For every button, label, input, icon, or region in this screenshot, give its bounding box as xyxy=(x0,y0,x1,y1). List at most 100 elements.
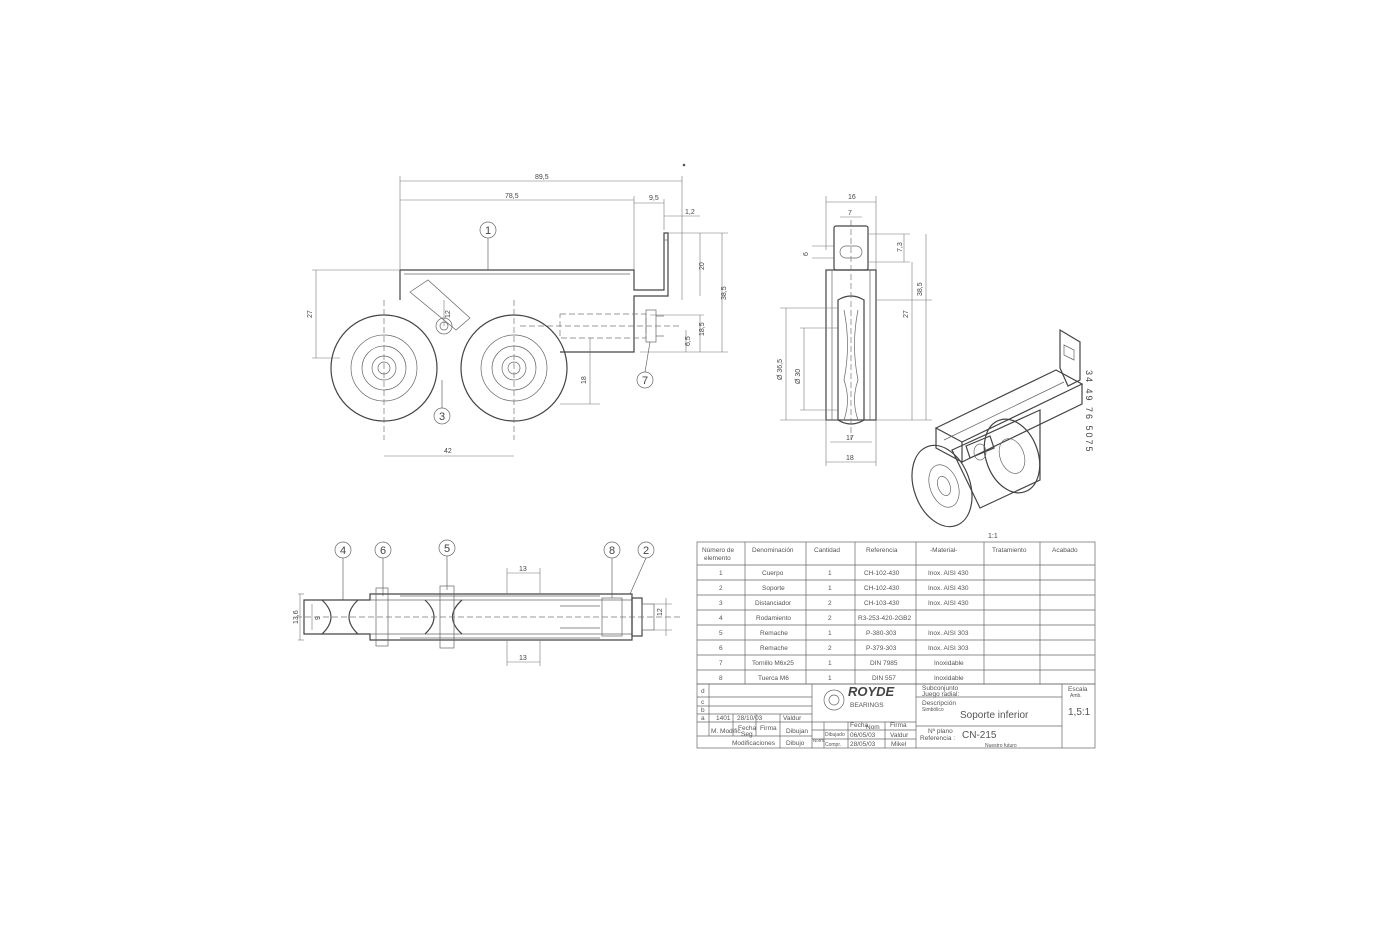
title-block: d c b a 1401 28/10/03 Valdur M. Modific.… xyxy=(696,683,1096,749)
bom-row: 2 Soporte 1 CH-102-430 Inox. AISI 430 xyxy=(719,585,969,592)
rev-letter-a: a xyxy=(701,715,705,722)
svg-text:8: 8 xyxy=(719,675,723,682)
rev-label-firma: Firma xyxy=(760,725,777,732)
svg-text:Distanciador: Distanciador xyxy=(755,600,792,607)
svg-text:4: 4 xyxy=(340,545,346,557)
bom-header-material: -Material- xyxy=(930,547,957,554)
svg-text:1: 1 xyxy=(485,225,491,237)
rev-a-date: 28/10/03 xyxy=(737,715,763,722)
rev-sub-dibujan: Dibujan xyxy=(786,728,808,735)
bom-header-referencia: Referencia xyxy=(866,547,898,554)
lbl-plano: Nº plano xyxy=(928,728,953,735)
dim-38-5: 38,5 xyxy=(721,286,728,300)
dim-9-5: 9,5 xyxy=(649,195,659,202)
svg-text:CH-102-430: CH-102-430 xyxy=(864,585,900,592)
draw-name-2: Mikel xyxy=(891,741,907,748)
draw-firma-label: Firma xyxy=(890,722,907,729)
lbl-juego: Juego radial: xyxy=(922,691,959,698)
svg-text:3: 3 xyxy=(439,411,445,423)
lbl-referencia: Referencia : xyxy=(920,735,955,742)
top-view: 4 6 5 8 2 12 xyxy=(293,539,680,666)
bom-row: 3 Distanciador 2 CH-103-430 Inox. AISI 4… xyxy=(719,600,969,607)
dim-12: 12 xyxy=(445,310,452,318)
dim-7-3: 7,3 xyxy=(897,242,904,252)
svg-text:7: 7 xyxy=(719,660,723,667)
mod-label: Modificaciones xyxy=(732,740,776,747)
svg-text:Inoxidable: Inoxidable xyxy=(934,660,964,667)
bom-header-num-2: elemento xyxy=(704,555,731,562)
stamp-number: 34 49 76 5075 xyxy=(1084,370,1094,454)
bom-table: 1:1 Número de elemento Denominación Cant… xyxy=(696,533,1096,685)
bom-row: 6 Remache 2 P-379-303 Inox. AISI 303 xyxy=(719,645,969,652)
svg-text:6: 6 xyxy=(380,545,386,557)
svg-text:1: 1 xyxy=(828,570,832,577)
svg-text:DIN 557: DIN 557 xyxy=(872,675,896,682)
svg-text:2: 2 xyxy=(719,585,723,592)
reference-value: CN-215 xyxy=(962,730,997,741)
bom-row: 8 Tuerca M6 1 DIN 557 Inoxidable xyxy=(719,675,964,682)
logo-name: ROYDE xyxy=(848,684,895,699)
rev-a-name: Valdur xyxy=(783,715,802,722)
bom-header-cantidad: Cantidad xyxy=(814,547,840,554)
bom-header-acabado: Acabado xyxy=(1052,547,1078,554)
dim-13a: 13 xyxy=(519,566,527,573)
svg-text:CH-102-430: CH-102-430 xyxy=(864,570,900,577)
svg-text:2: 2 xyxy=(828,645,832,652)
svg-text:1: 1 xyxy=(828,585,832,592)
mod-sign: Dibujo xyxy=(786,740,805,747)
dim-17: 17 xyxy=(846,435,854,442)
svg-text:5: 5 xyxy=(719,630,723,637)
svg-text:DIN 7985: DIN 7985 xyxy=(870,660,898,667)
dim-18b: 18 xyxy=(846,455,854,462)
lbl-descripcion-2: Simbólico xyxy=(922,707,944,713)
dim-27: 27 xyxy=(307,310,314,318)
dim-6-5: 6,5 xyxy=(685,336,692,346)
svg-text:8: 8 xyxy=(609,545,615,557)
lbl-subconjunto: Subconjunto xyxy=(922,685,959,692)
bom-header-num-1: Número de xyxy=(702,547,735,554)
dim-18-5: 18,5 xyxy=(699,322,706,336)
svg-text:P-379-303: P-379-303 xyxy=(866,645,897,652)
logo-sub: BEARINGS xyxy=(850,702,884,709)
isometric-view: 34 49 76 5075 xyxy=(911,328,1094,528)
dim-78-5: 78,5 xyxy=(505,193,519,200)
svg-text:2: 2 xyxy=(828,600,832,607)
side-view: 89,5 78,5 9,5 1,2 20 38,5 18,5 6,5 xyxy=(307,174,728,457)
svg-text:1: 1 xyxy=(828,675,832,682)
bom-row: 4 Rodamiento 2 R3-253-420-2GB2 xyxy=(719,615,911,622)
bom-header-denominacion: Denominación xyxy=(752,547,794,554)
bom-row: 1 Cuerpo 1 CH-102-430 Inox. AISI 430 xyxy=(719,570,969,577)
dim-7: 7 xyxy=(848,210,852,217)
svg-text:7: 7 xyxy=(642,375,648,387)
svg-text:Inoxidable: Inoxidable xyxy=(934,675,964,682)
rev-label-modific: M. Modific. xyxy=(711,728,743,735)
svg-text:Inox. AISI 430: Inox. AISI 430 xyxy=(928,570,969,577)
svg-text:Tuerca M6: Tuerca M6 xyxy=(758,675,789,682)
dim-42: 42 xyxy=(444,448,452,455)
dibujado-label: Dibujado xyxy=(825,732,845,738)
svg-text:Remache: Remache xyxy=(760,630,788,637)
svg-text:P-380-303: P-380-303 xyxy=(866,630,897,637)
royde-logo: ROYDE BEARINGS xyxy=(823,684,895,711)
lbl-escala-2: Amb. xyxy=(1070,693,1082,699)
description-value: Soporte inferior xyxy=(960,710,1029,721)
rev-letter-c: c xyxy=(701,699,705,706)
svg-text:Inox. AISI 430: Inox. AISI 430 xyxy=(928,600,969,607)
dim-27b: 27 xyxy=(903,310,910,318)
svg-text:1: 1 xyxy=(719,570,723,577)
draw-date-1: 06/05/03 xyxy=(850,732,876,739)
comprobado-label: Compr. xyxy=(825,742,841,748)
svg-text:Rodamiento: Rodamiento xyxy=(756,615,791,622)
svg-text:Inox. AISI 303: Inox. AISI 303 xyxy=(928,630,969,637)
svg-text:CH-103-430: CH-103-430 xyxy=(864,600,900,607)
svg-text:3: 3 xyxy=(719,600,723,607)
dim-13b: 13 xyxy=(519,655,527,662)
dim-1-2: 1,2 xyxy=(685,209,695,216)
svg-text:Soporte: Soporte xyxy=(762,585,785,592)
svg-text:6: 6 xyxy=(719,645,723,652)
svg-text:Cuerpo: Cuerpo xyxy=(762,570,784,577)
svg-text:1: 1 xyxy=(828,660,832,667)
svg-text:Remache: Remache xyxy=(760,645,788,652)
dim-13-6: 13,6 xyxy=(293,610,300,624)
